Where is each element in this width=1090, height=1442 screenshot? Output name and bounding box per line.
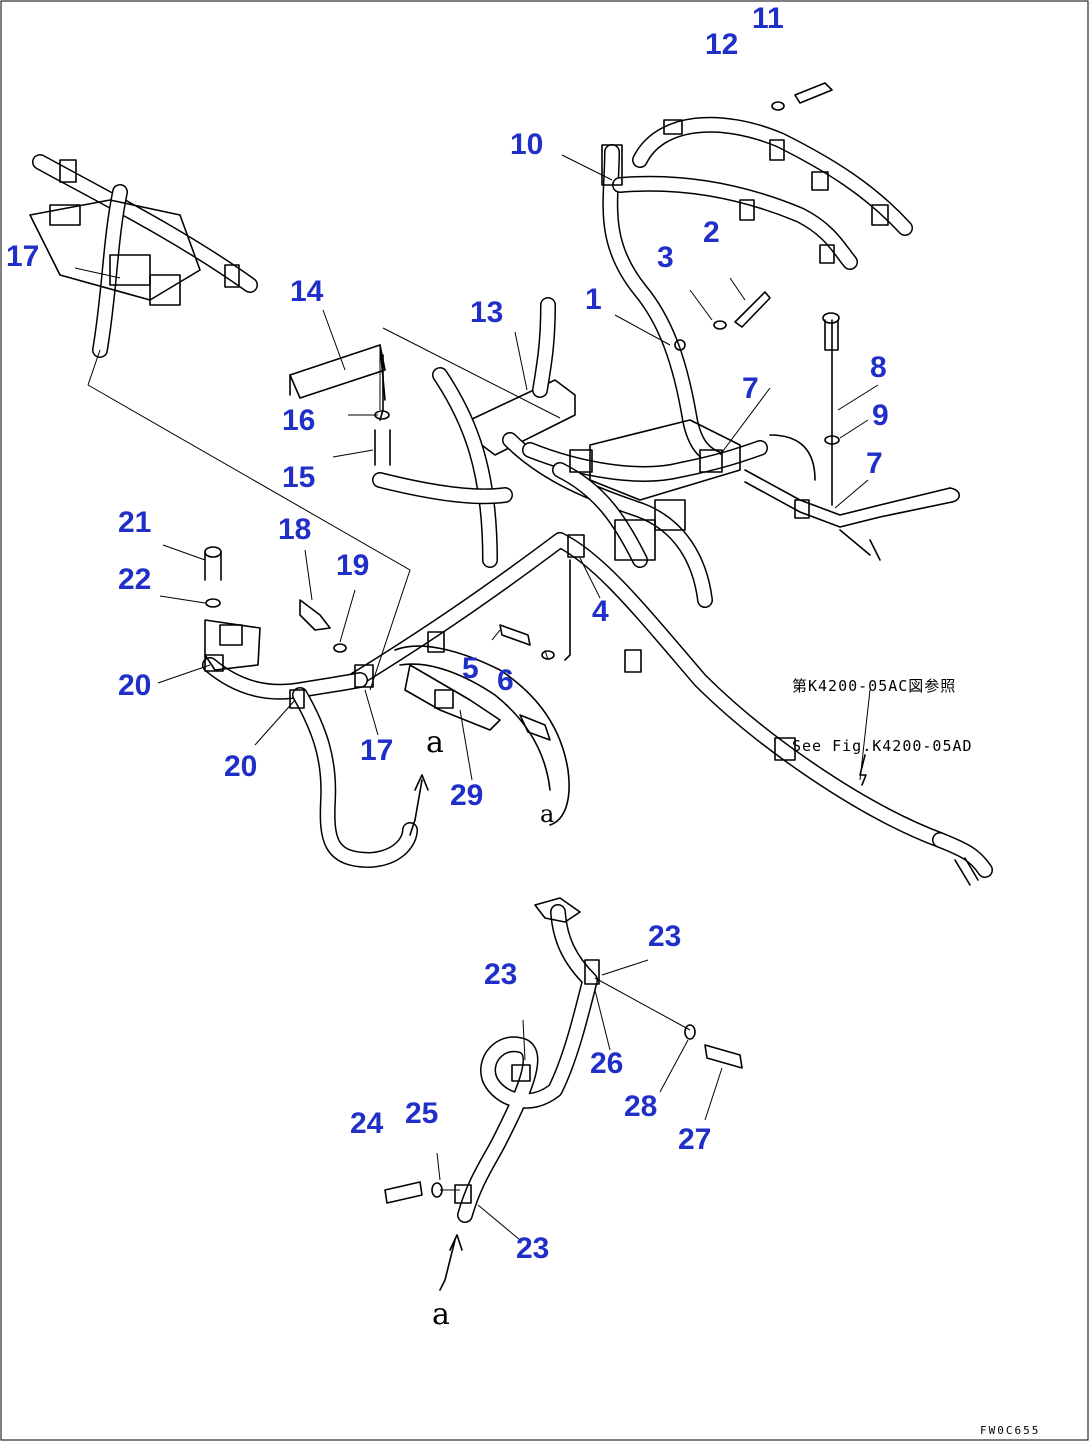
reference-note-en: See Fig.K4200-05AD xyxy=(792,737,973,756)
callout-12: 12 xyxy=(705,28,739,61)
callout-4: 4 xyxy=(592,595,609,628)
view-mark-a-mid: a xyxy=(540,800,555,828)
callout-10: 10 xyxy=(510,128,544,161)
callout-23-right: 23 xyxy=(648,920,682,953)
callout-6: 6 xyxy=(497,664,514,697)
callout-14: 14 xyxy=(290,275,324,308)
callout-16: 16 xyxy=(282,404,316,437)
callout-15: 15 xyxy=(282,461,316,494)
detail-a-harness xyxy=(384,897,743,1291)
callout-7-lower: 7 xyxy=(866,447,883,480)
view-arrows xyxy=(409,754,867,836)
view-mark-a-upper: a xyxy=(426,725,444,760)
reference-note-jp: 第K4200-05AC図参照 xyxy=(792,676,957,695)
callout-3: 3 xyxy=(657,241,674,274)
center-connectors xyxy=(289,297,961,608)
callout-1: 1 xyxy=(585,283,602,316)
callout-17-upper: 17 xyxy=(6,240,40,273)
callout-22: 22 xyxy=(118,563,152,596)
callout-23-bottom: 23 xyxy=(516,1232,550,1265)
callout-17-lower: 17 xyxy=(360,734,394,767)
main-trunk xyxy=(347,532,993,886)
callout-26: 26 xyxy=(590,1047,624,1080)
upper-right-harness xyxy=(601,82,913,468)
callout-13: 13 xyxy=(470,296,504,329)
leader-lines xyxy=(74,154,879,781)
callout-23-left: 23 xyxy=(484,958,518,991)
callout-29: 29 xyxy=(450,779,484,812)
lower-left-harness xyxy=(202,546,570,868)
upper-left-harness xyxy=(29,154,258,358)
callout-20-lower: 20 xyxy=(224,750,258,783)
callout-24: 24 xyxy=(350,1107,384,1140)
callout-18: 18 xyxy=(278,513,312,546)
callout-5: 5 xyxy=(462,652,479,685)
callout-25: 25 xyxy=(405,1097,439,1130)
callout-9: 9 xyxy=(872,399,889,432)
callout-21: 21 xyxy=(118,506,152,539)
view-mark-a-lower: a xyxy=(432,1297,450,1332)
callout-7-upper: 7 xyxy=(742,372,759,405)
callout-20-left: 20 xyxy=(118,669,152,702)
callout-2: 2 xyxy=(703,216,720,249)
callout-11: 11 xyxy=(752,2,784,35)
callout-27: 27 xyxy=(678,1123,712,1156)
callout-8: 8 xyxy=(870,351,887,384)
callout-28: 28 xyxy=(624,1090,658,1123)
drawing-code: FW0C655 xyxy=(980,1424,1041,1437)
callout-19: 19 xyxy=(336,549,370,582)
reference-note: 第K4200-05AC図参照 See Fig.K4200-05AD xyxy=(792,635,973,797)
